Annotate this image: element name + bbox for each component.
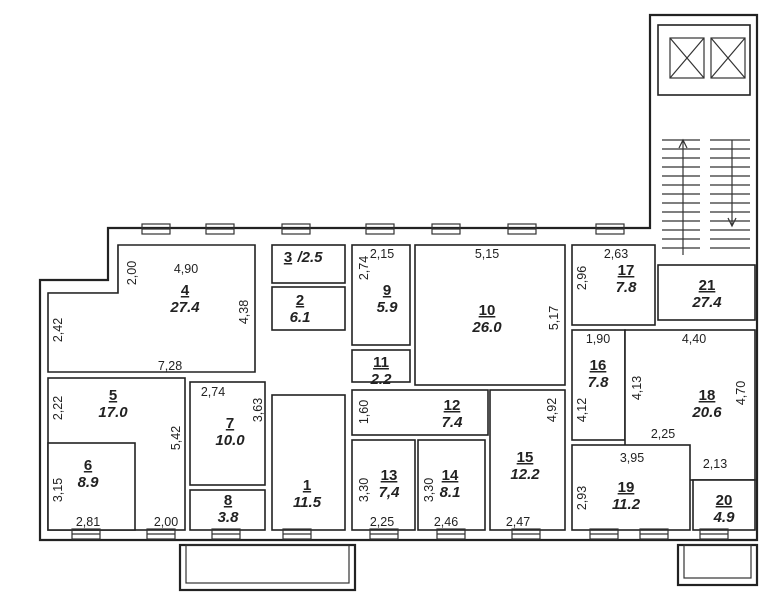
dimension-label: 5,42	[169, 426, 183, 450]
room-number: 5	[109, 387, 117, 404]
dimension-label: 2,13	[703, 457, 727, 471]
room-number: 19	[618, 479, 635, 496]
dimension-label: 1,60	[357, 400, 371, 424]
dimension-label: 3,30	[422, 478, 436, 502]
dimension-label: 2,00	[125, 261, 139, 285]
dimension-label: 4,70	[734, 381, 748, 405]
room-number: 3	[284, 249, 292, 266]
dimension-label: 2,46	[434, 515, 458, 529]
room-area: 10.0	[215, 432, 245, 449]
room-1-outline	[271, 394, 346, 531]
room-area: 7.8	[588, 374, 610, 391]
room-number: 10	[479, 302, 496, 319]
room-number: 18	[699, 387, 716, 404]
room-number: 17	[618, 262, 635, 279]
room-number: 16	[590, 357, 607, 374]
dimension-label: 3,30	[357, 478, 371, 502]
room-11-outline	[351, 349, 411, 383]
room-area: 12.2	[510, 466, 540, 483]
dimension-label: 2,93	[575, 486, 589, 510]
dimension-label: 4,12	[575, 398, 589, 422]
dimension-label: 4,92	[545, 398, 559, 422]
room-12-outline	[351, 389, 489, 436]
room-area: 4.9	[713, 509, 736, 526]
room-16-outline	[571, 329, 626, 441]
dimension-label: 2,22	[51, 396, 65, 420]
dimension-label: 3,63	[251, 398, 265, 422]
room-area: 2.2	[370, 371, 393, 388]
dimension-label: 2,96	[575, 266, 589, 290]
dimension-label: 5,15	[475, 247, 499, 261]
room-7-outline	[189, 381, 266, 486]
room-10-outline	[414, 244, 566, 386]
dimension-label: 4,13	[630, 376, 644, 400]
room-area: 8.1	[440, 484, 461, 501]
room-number: 12	[444, 397, 461, 414]
room-number: 4	[181, 282, 190, 299]
room-number: 1	[303, 477, 311, 494]
room-area: 26.0	[471, 319, 502, 336]
room-area: 7,4	[379, 484, 401, 501]
dimension-label: 2,15	[370, 247, 394, 261]
room-area: 11.2	[612, 496, 641, 513]
room-number: 14	[442, 467, 459, 484]
room-13-outline	[351, 439, 416, 531]
room-area: 11.5	[293, 494, 322, 511]
room-17-outline	[571, 244, 656, 326]
room-6-outline	[47, 442, 136, 531]
dimension-label: 2,74	[357, 256, 371, 280]
room-2-outline	[271, 286, 346, 331]
dimension-label: 2,81	[76, 515, 100, 529]
room-3-outline	[271, 244, 346, 284]
room-area: 8.9	[78, 474, 100, 491]
room-14-outline	[417, 439, 486, 531]
dimension-label: 2,74	[201, 385, 225, 399]
room-area: 27.4	[691, 294, 722, 311]
dimension-label: 1,90	[586, 332, 610, 346]
room-number: 8	[224, 492, 232, 509]
room-area: 20.6	[691, 404, 722, 421]
dimension-label: 3,95	[620, 451, 644, 465]
room-area: 7.8	[616, 279, 638, 296]
room-19-outline	[571, 444, 691, 531]
dimension-label: 2,25	[370, 515, 394, 529]
room-number: 11	[373, 354, 389, 371]
room-number: 13	[381, 467, 398, 484]
room-9-outline	[351, 244, 411, 346]
dimension-label: 4,90	[174, 262, 198, 276]
room-number: 20	[716, 492, 733, 509]
outer-walls	[38, 13, 759, 592]
dimension-label: 2,25	[651, 427, 675, 441]
room-number: 2	[296, 292, 304, 309]
dimension-label: 3,15	[51, 478, 65, 502]
room-20-outline	[692, 479, 756, 531]
room-21-outline	[657, 264, 756, 321]
room-number: 15	[517, 449, 534, 466]
room-area: 17.0	[98, 404, 128, 421]
dimension-label: 4,40	[682, 332, 706, 346]
room-15-outline	[489, 389, 566, 531]
room-number: 9	[383, 282, 391, 299]
room-area: /2.5	[296, 249, 323, 266]
dimension-label: 2,00	[154, 515, 178, 529]
dimension-label: 2,47	[506, 515, 530, 529]
room-number: 7	[226, 415, 234, 432]
room-number: 6	[84, 457, 92, 474]
dimension-label: 2,63	[604, 247, 628, 261]
room-area: 5.9	[377, 299, 399, 316]
room-area: 7.4	[442, 414, 464, 431]
room-4-outline	[47, 244, 256, 373]
room-area: 27.4	[169, 299, 200, 316]
room-number: 21	[699, 277, 716, 294]
dimension-label: 5,17	[547, 306, 561, 330]
dimension-label: 4,38	[237, 300, 251, 324]
elevator-icon	[669, 37, 746, 79]
stair-tower	[657, 24, 751, 255]
room-8-outline	[189, 489, 266, 531]
dimension-label: 7,28	[158, 359, 182, 373]
room-area: 3.8	[218, 509, 240, 526]
room-area: 6.1	[290, 309, 311, 326]
dimension-label: 2,42	[51, 318, 65, 342]
